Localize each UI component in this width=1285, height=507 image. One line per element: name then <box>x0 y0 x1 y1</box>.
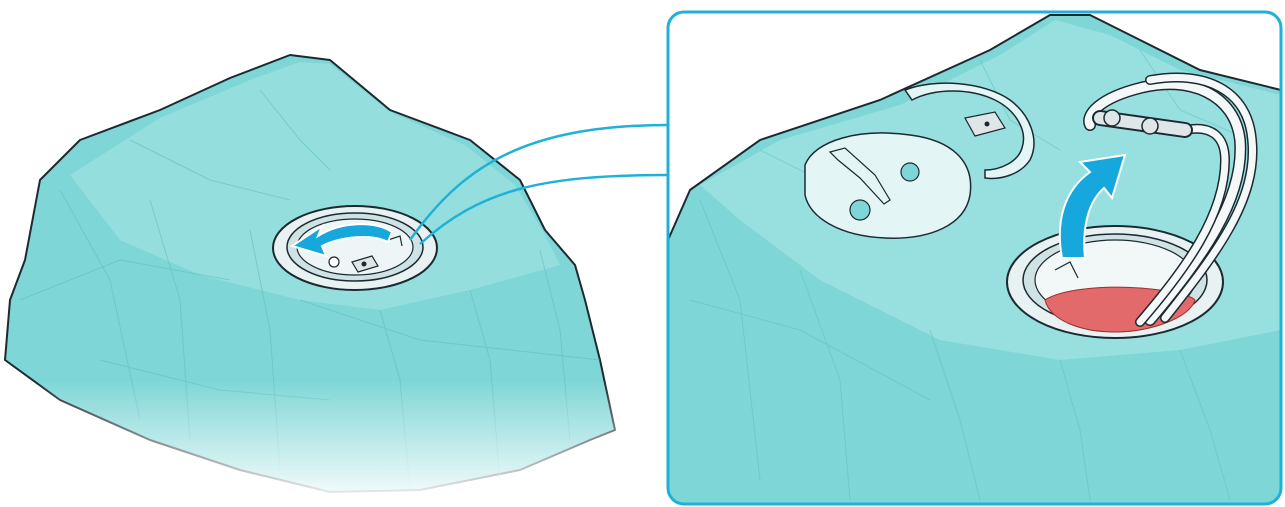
lid-disc <box>805 133 971 238</box>
overview-panel <box>0 55 640 507</box>
detail-panel <box>668 12 1281 504</box>
